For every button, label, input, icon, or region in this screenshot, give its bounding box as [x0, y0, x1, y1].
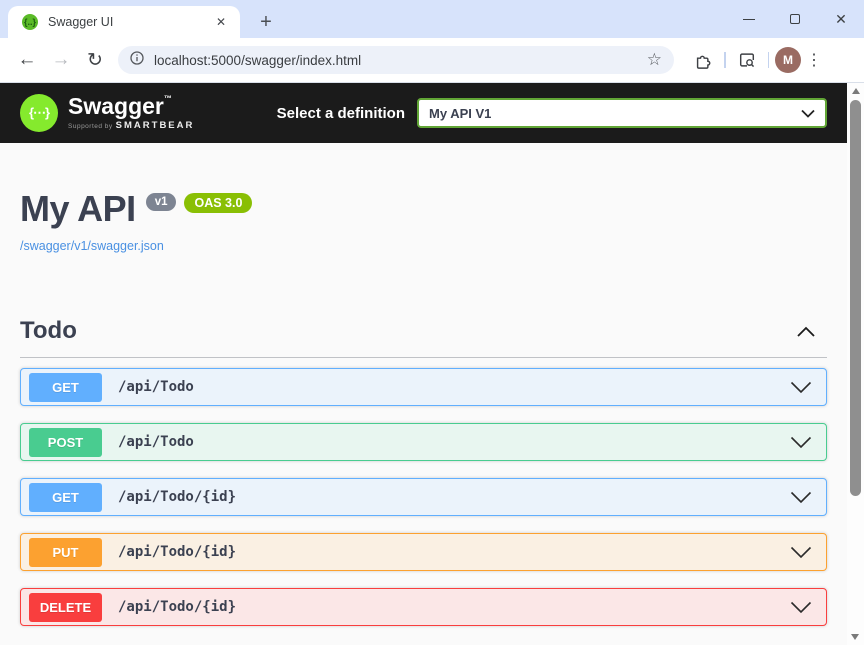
extensions-puzzle-icon[interactable] [688, 45, 718, 75]
close-icon: ✕ [835, 11, 847, 27]
swagger-json-link[interactable]: /swagger/v1/swagger.json [20, 239, 164, 253]
chevron-down-icon[interactable] [790, 546, 812, 559]
chevron-down-icon[interactable] [790, 436, 812, 449]
scrollbar-down-arrow-icon[interactable] [851, 634, 859, 640]
minimize-button[interactable] [726, 0, 772, 38]
operation-path: /api/Todo [118, 379, 194, 395]
operation-row[interactable]: PUT /api/Todo/{id} [20, 533, 827, 571]
operation-row[interactable]: POST /api/Todo [20, 423, 827, 461]
window-controls: ✕ [726, 0, 864, 38]
api-title: My API [20, 188, 136, 229]
maximize-button[interactable] [772, 0, 818, 38]
chevron-down-icon [801, 109, 815, 118]
definition-select[interactable]: My API V1 [417, 98, 827, 128]
operation-path: /api/Todo/{id} [118, 544, 237, 560]
select-definition-label: Select a definition [276, 104, 405, 122]
browser-menu-icon[interactable]: ⋮ [806, 52, 822, 69]
operation-row[interactable]: GET /api/Todo/{id} [20, 478, 827, 516]
collapse-section-button[interactable] [797, 326, 815, 337]
swagger-logo-icon: {⋯} [20, 94, 58, 132]
back-button[interactable]: ← [17, 49, 37, 70]
tab-strip: {..} Swagger UI ✕ + ✕ [0, 0, 864, 38]
method-badge: GET [29, 482, 102, 512]
todo-section-header[interactable]: Todo [20, 317, 827, 358]
minimize-icon [743, 18, 755, 20]
chevron-up-icon [797, 326, 815, 337]
method-badge: DELETE [29, 592, 102, 622]
profile-avatar[interactable]: M [775, 47, 801, 73]
chevron-down-icon[interactable] [790, 491, 812, 504]
tab-close-icon[interactable]: ✕ [215, 15, 226, 29]
section-title: Todo [20, 317, 77, 344]
site-info-icon[interactable] [130, 50, 144, 70]
chevron-down-icon[interactable] [790, 381, 812, 394]
scrollbar-up-arrow-icon[interactable] [851, 88, 860, 94]
url-text[interactable]: localhost:5000/swagger/index.html [154, 52, 362, 68]
definition-select-value: My API V1 [429, 105, 492, 121]
operation-path: /api/Todo [118, 434, 194, 450]
method-badge: POST [29, 427, 102, 457]
reload-button[interactable]: ↻ [87, 49, 103, 71]
address-bar[interactable]: localhost:5000/swagger/index.html ☆ [118, 46, 674, 74]
operations-list: GET /api/Todo POST /api/Todo GET /api/To… [20, 368, 827, 626]
operation-path: /api/Todo/{id} [118, 599, 237, 615]
tab-title: Swagger UI [48, 15, 114, 29]
swagger-brand-text: Swagger™ [68, 93, 172, 119]
browser-toolbar: ← → ↻ localhost:5000/swagger/index.html … [0, 38, 864, 83]
new-tab-button[interactable]: + [260, 10, 272, 33]
operation-row[interactable]: GET /api/Todo [20, 368, 827, 406]
bookmark-star-icon[interactable]: ☆ [646, 50, 662, 69]
maximize-icon [790, 14, 800, 24]
close-button[interactable]: ✕ [818, 0, 864, 38]
swagger-favicon-icon: {..} [22, 14, 38, 30]
scrollbar-thumb[interactable] [850, 100, 861, 496]
toolbar-divider [767, 52, 769, 68]
operation-path: /api/Todo/{id} [118, 489, 237, 505]
method-badge: GET [29, 372, 102, 402]
oas-version-badge: OAS 3.0 [184, 193, 253, 213]
operation-row[interactable]: DELETE /api/Todo/{id} [20, 588, 827, 626]
chevron-down-icon[interactable] [790, 601, 812, 614]
forward-button[interactable]: → [51, 49, 71, 70]
side-panel-search-icon[interactable] [732, 45, 762, 75]
toolbar-divider [724, 52, 726, 68]
method-badge: PUT [29, 537, 102, 567]
swagger-main: My API v1 OAS 3.0 /swagger/v1/swagger.js… [0, 191, 847, 626]
api-version-badge: v1 [145, 193, 177, 211]
browser-tab[interactable]: {..} Swagger UI ✕ [8, 6, 240, 38]
page-scrollbar[interactable] [847, 83, 864, 645]
